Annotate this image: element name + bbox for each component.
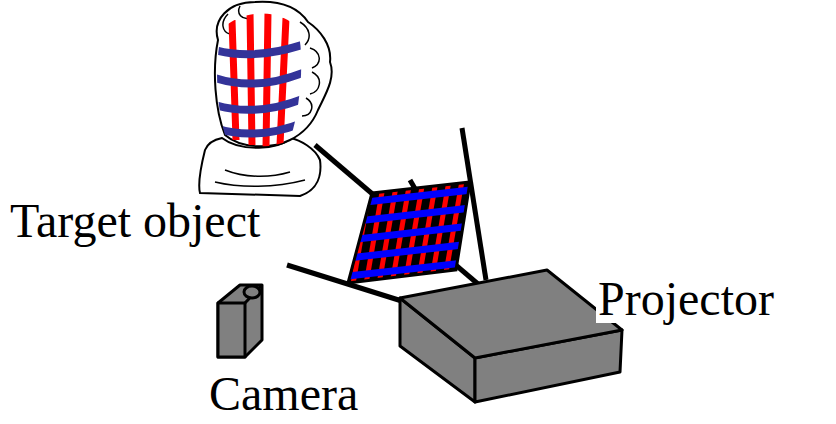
slide-border (348, 182, 470, 283)
device-label: Projector (596, 275, 776, 323)
drapery-folds (215, 170, 305, 186)
camera-front-face (218, 303, 245, 357)
blue-stripe (215, 44, 305, 54)
blue-stripe (215, 72, 305, 84)
blue-stripe (340, 207, 480, 223)
projector-box (400, 270, 622, 402)
blue-stripe (215, 122, 305, 134)
blue-stripe (215, 98, 305, 110)
blue-stripes-face (215, 44, 305, 134)
device-label: Camera (207, 370, 360, 418)
projected-pattern-face (215, 12, 305, 148)
blue-stripe (340, 189, 480, 205)
camera-lens (244, 286, 260, 298)
camera-box (218, 285, 262, 357)
camera-edge (245, 285, 262, 303)
camera-body (218, 285, 262, 357)
pattern-slide (340, 175, 480, 290)
object-label: Target object (8, 197, 262, 245)
projector-top-face (400, 270, 622, 358)
bust (199, 2, 331, 196)
